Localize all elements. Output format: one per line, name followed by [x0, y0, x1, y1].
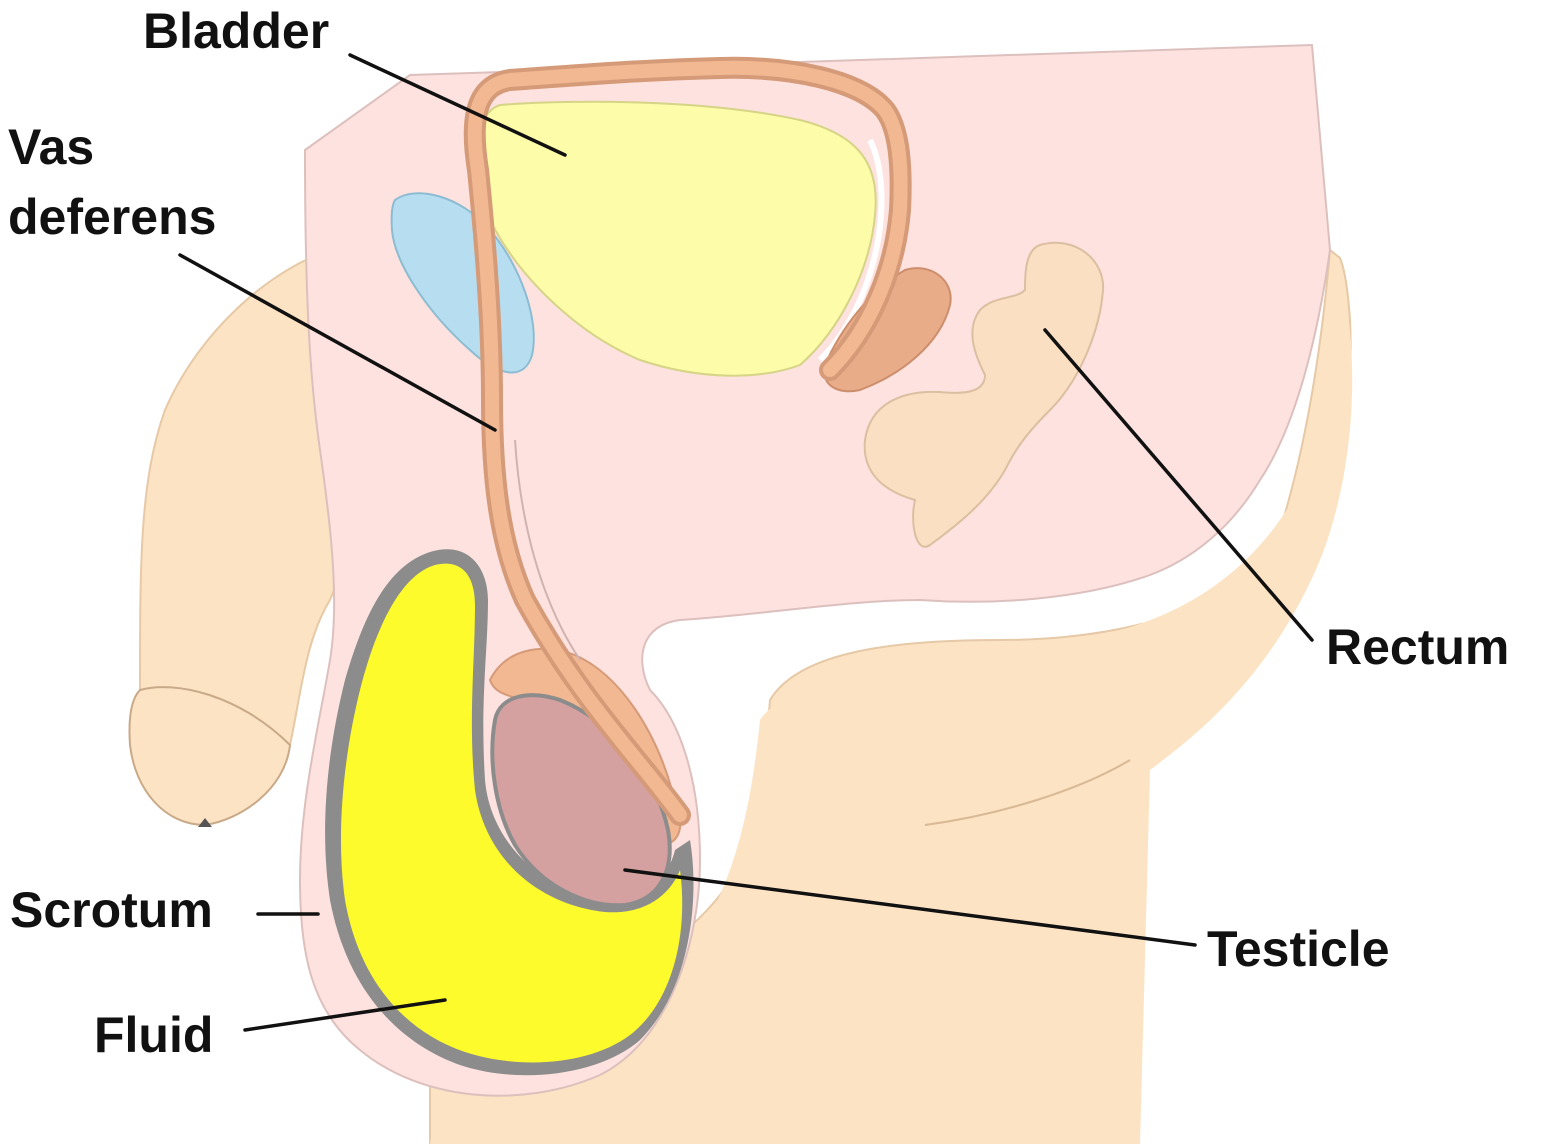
label-fluid: Fluid: [94, 1010, 213, 1060]
label-rectum: Rectum: [1326, 622, 1509, 672]
label-vas-line2: deferens: [8, 192, 216, 242]
label-vas-line1: Vas: [8, 122, 94, 172]
label-bladder: Bladder: [143, 6, 329, 56]
label-testicle: Testicle: [1207, 924, 1390, 974]
label-scrotum: Scrotum: [10, 885, 213, 935]
